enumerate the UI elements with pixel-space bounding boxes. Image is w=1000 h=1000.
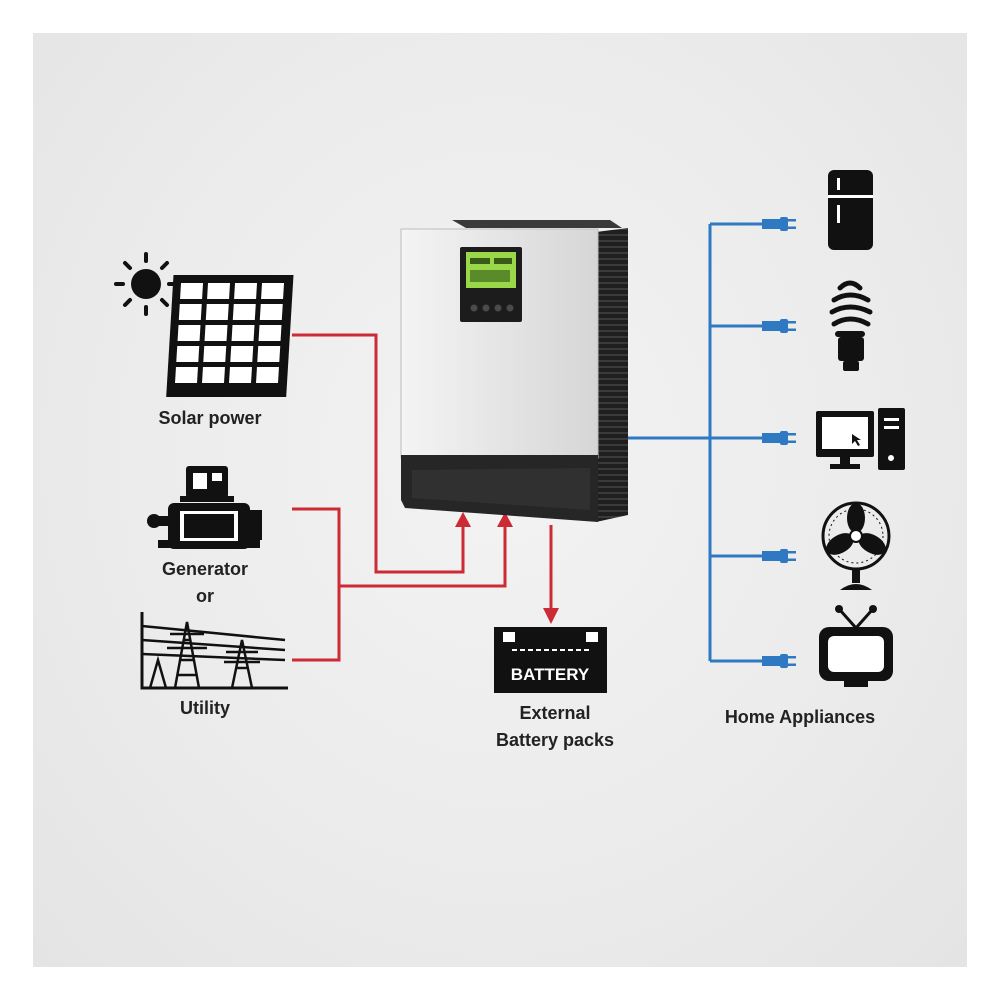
solar-panel-icon [166,275,294,397]
tv-icon [819,605,893,687]
arrow-down-battery [543,608,559,624]
ac-input-line [339,522,507,588]
utility-line [292,586,341,662]
input-arrows [455,512,559,624]
button-icon [470,304,478,312]
fan-icon [821,501,891,590]
button-icon [482,304,490,312]
arrow-up-solar [455,512,471,527]
plug-icon [762,319,796,333]
generator-label: Generator [161,559,249,579]
plug-icon [762,431,796,445]
plug-icon [762,654,796,668]
utility-label: Utility [179,698,230,718]
light-bulb-base [838,337,864,371]
home-appliances-label: Home Appliances [724,707,876,727]
or-label: or [196,586,214,606]
solar-power-label: Solar power [158,408,262,428]
generator-line [292,507,341,586]
light-bulb-icon [829,280,873,337]
battery-icon [494,627,607,693]
generator-icon [147,466,262,549]
battery-box-label: BATTERY [511,665,590,684]
inverter-unit [400,220,628,522]
external-battery-label: External [519,703,591,723]
inverter-side-vent [596,228,628,522]
battery-packs-label: Battery packs [495,730,615,750]
plugs [762,217,796,668]
plug-icon [762,217,796,231]
computer-icon [816,408,905,470]
input-wiring [292,333,553,662]
arrow-up-ac [497,512,513,527]
solar-line [292,333,465,574]
button-icon [506,304,514,312]
output-wiring [612,222,765,663]
button-icon [494,304,502,312]
power-tower-icon [140,612,288,690]
plug-icon [762,549,796,563]
sun-icon [114,252,178,316]
refrigerator-icon [828,170,873,250]
